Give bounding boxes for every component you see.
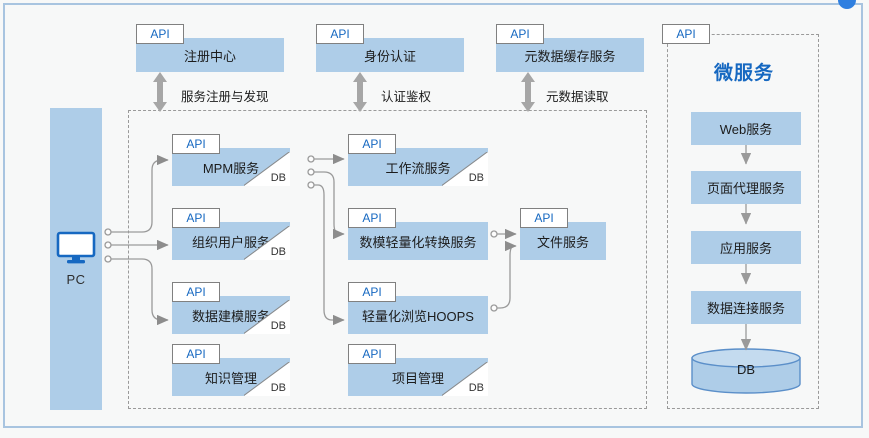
top-status-dot-icon <box>838 0 856 9</box>
api-tag: API <box>496 24 544 44</box>
monitor-icon <box>56 231 96 265</box>
database-label: DB <box>736 362 756 377</box>
service-card-project-mgmt[interactable]: 项目管理 API DB <box>348 344 488 396</box>
api-tag: API <box>172 134 220 154</box>
service-card-body: 数模轻量化转换服务 <box>348 222 488 260</box>
db-corner-badge: DB <box>442 362 488 396</box>
db-corner-badge: DB <box>244 300 290 334</box>
db-corner-badge: DB <box>244 362 290 396</box>
api-tag: API <box>136 24 184 44</box>
service-card-identity-auth[interactable]: 身份认证 API <box>316 24 464 72</box>
service-card-org-user[interactable]: 组织用户服务 API DB <box>172 208 290 260</box>
service-card-mpm[interactable]: MPM服务 API DB <box>172 134 290 186</box>
microservice-box-data-connection[interactable]: 数据连接服务 <box>691 291 801 324</box>
api-tag: API <box>348 208 396 228</box>
api-tag-microservices: API <box>662 24 710 44</box>
api-tag: API <box>172 344 220 364</box>
service-card-body: 元数据缓存服务 <box>496 38 644 72</box>
client-pc-column: PC <box>50 108 102 410</box>
microservice-box-web[interactable]: Web服务 <box>691 112 801 145</box>
db-corner-badge: DB <box>244 152 290 186</box>
service-card-registry[interactable]: 注册中心 API <box>136 24 284 72</box>
api-tag: API <box>520 208 568 228</box>
service-card-body: 身份认证 <box>316 38 464 72</box>
service-card-knowledge-mgmt[interactable]: 知识管理 API DB <box>172 344 290 396</box>
microservice-box-application[interactable]: 应用服务 <box>691 231 801 264</box>
api-tag: API <box>172 208 220 228</box>
service-card-file-service[interactable]: 文件服务 API <box>520 208 606 260</box>
service-card-metadata-cache[interactable]: 元数据缓存服务 API <box>496 24 644 72</box>
database-cylinder[interactable]: DB <box>691 348 801 394</box>
service-card-lightweight-viewer-hoops[interactable]: 轻量化浏览HOOPS API <box>348 282 488 334</box>
microservices-title: 微服务 <box>714 63 775 84</box>
arrow-label-auth: 认证鉴权 <box>381 90 432 104</box>
service-card-body: 文件服务 <box>520 222 606 260</box>
microservices-container <box>667 34 819 409</box>
arrow-label-service-registry: 服务注册与发现 <box>181 90 269 104</box>
db-corner-badge: DB <box>442 152 488 186</box>
api-tag: API <box>348 344 396 364</box>
service-card-workflow[interactable]: 工作流服务 API DB <box>348 134 488 186</box>
api-tag: API <box>348 282 396 302</box>
api-tag: API <box>348 134 396 154</box>
client-pc-label: PC <box>66 272 86 287</box>
arrow-label-metadata-read: 元数据读取 <box>546 90 609 104</box>
db-corner-badge: DB <box>244 226 290 260</box>
service-card-body: 轻量化浏览HOOPS <box>348 296 488 334</box>
service-card-model-lightweight-convert[interactable]: 数模轻量化转换服务 API <box>348 208 488 260</box>
microservice-box-page-proxy[interactable]: 页面代理服务 <box>691 171 801 204</box>
service-card-data-modeling[interactable]: 数据建模服务 API DB <box>172 282 290 334</box>
api-tag: API <box>172 282 220 302</box>
api-tag: API <box>316 24 364 44</box>
